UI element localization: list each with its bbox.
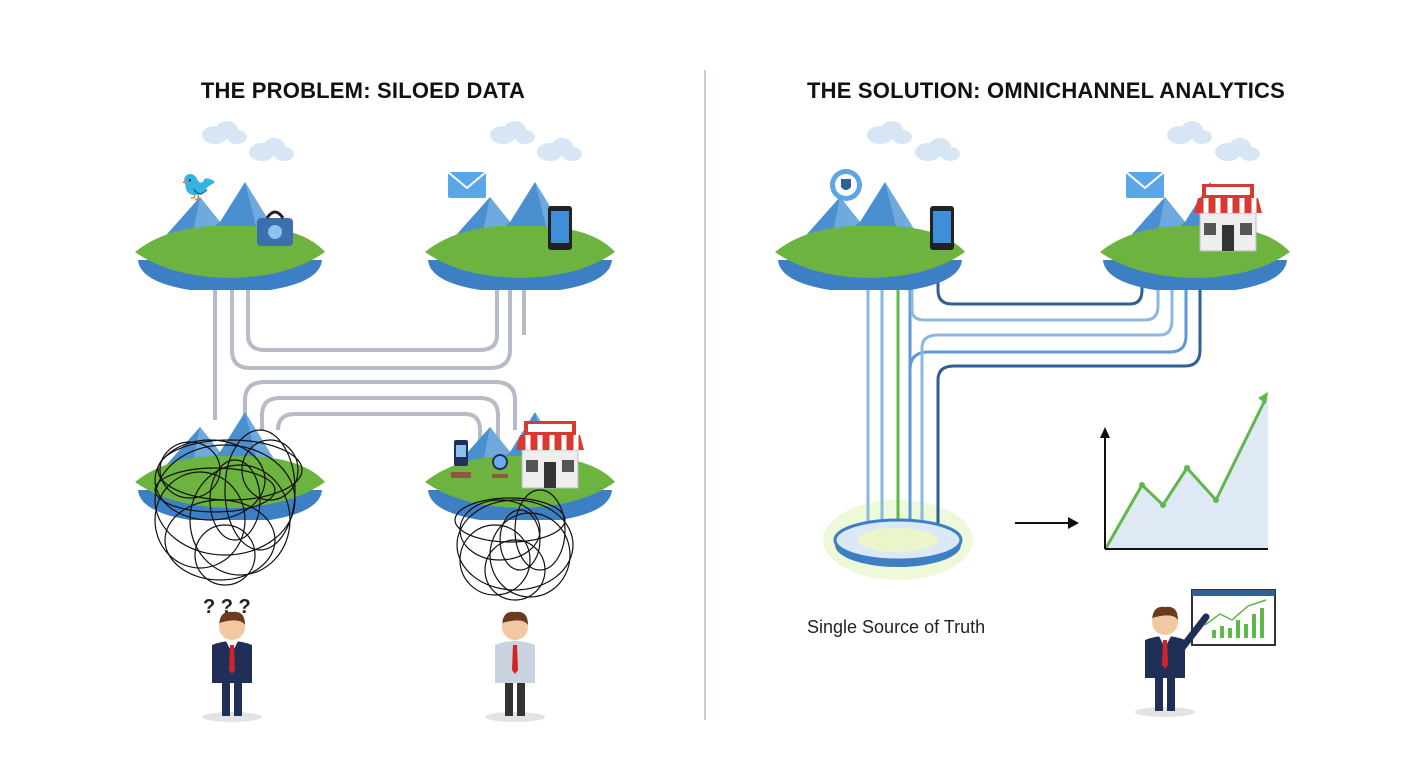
tangled-data-left (154, 429, 303, 586)
shield-badge-icon (830, 169, 862, 201)
store-icon-right (1194, 184, 1262, 251)
island-email-mobile (425, 182, 615, 290)
siloed-pipes (213, 282, 526, 460)
island-email-store (1100, 182, 1290, 290)
magnifier-icon (492, 454, 508, 478)
solution-title: THE SOLUTION: OMNICHANNEL ANALYTICS (807, 78, 1285, 103)
unified-pipes (866, 258, 1202, 535)
arrow-right-icon (1015, 517, 1079, 529)
pointing-arm (1178, 613, 1210, 652)
mobile-phone-icon (548, 206, 572, 250)
growth-chart (1100, 392, 1268, 550)
problem-title: THE PROBLEM: SILOED DATA (200, 78, 526, 103)
frustrated-employee (485, 611, 545, 722)
successful-manager (1135, 606, 1195, 717)
store-icon (516, 421, 584, 488)
confused-manager (202, 611, 262, 722)
island-social (135, 182, 325, 290)
email-icon (447, 171, 487, 199)
email-icon-right (1125, 171, 1165, 199)
cloud-icons (202, 121, 1260, 161)
kiosk-icon (451, 440, 471, 478)
single-source-portal (833, 518, 963, 567)
growth-line (1104, 399, 1267, 549)
mobile-phone-icon-right (930, 206, 954, 250)
app-bag-icon (257, 210, 293, 246)
dashboard-board (1191, 589, 1276, 646)
twitter-bird-icon: 🐦 (180, 170, 217, 203)
single-source-caption: Single Source of Truth (807, 617, 986, 637)
tangled-data-right (454, 489, 574, 601)
